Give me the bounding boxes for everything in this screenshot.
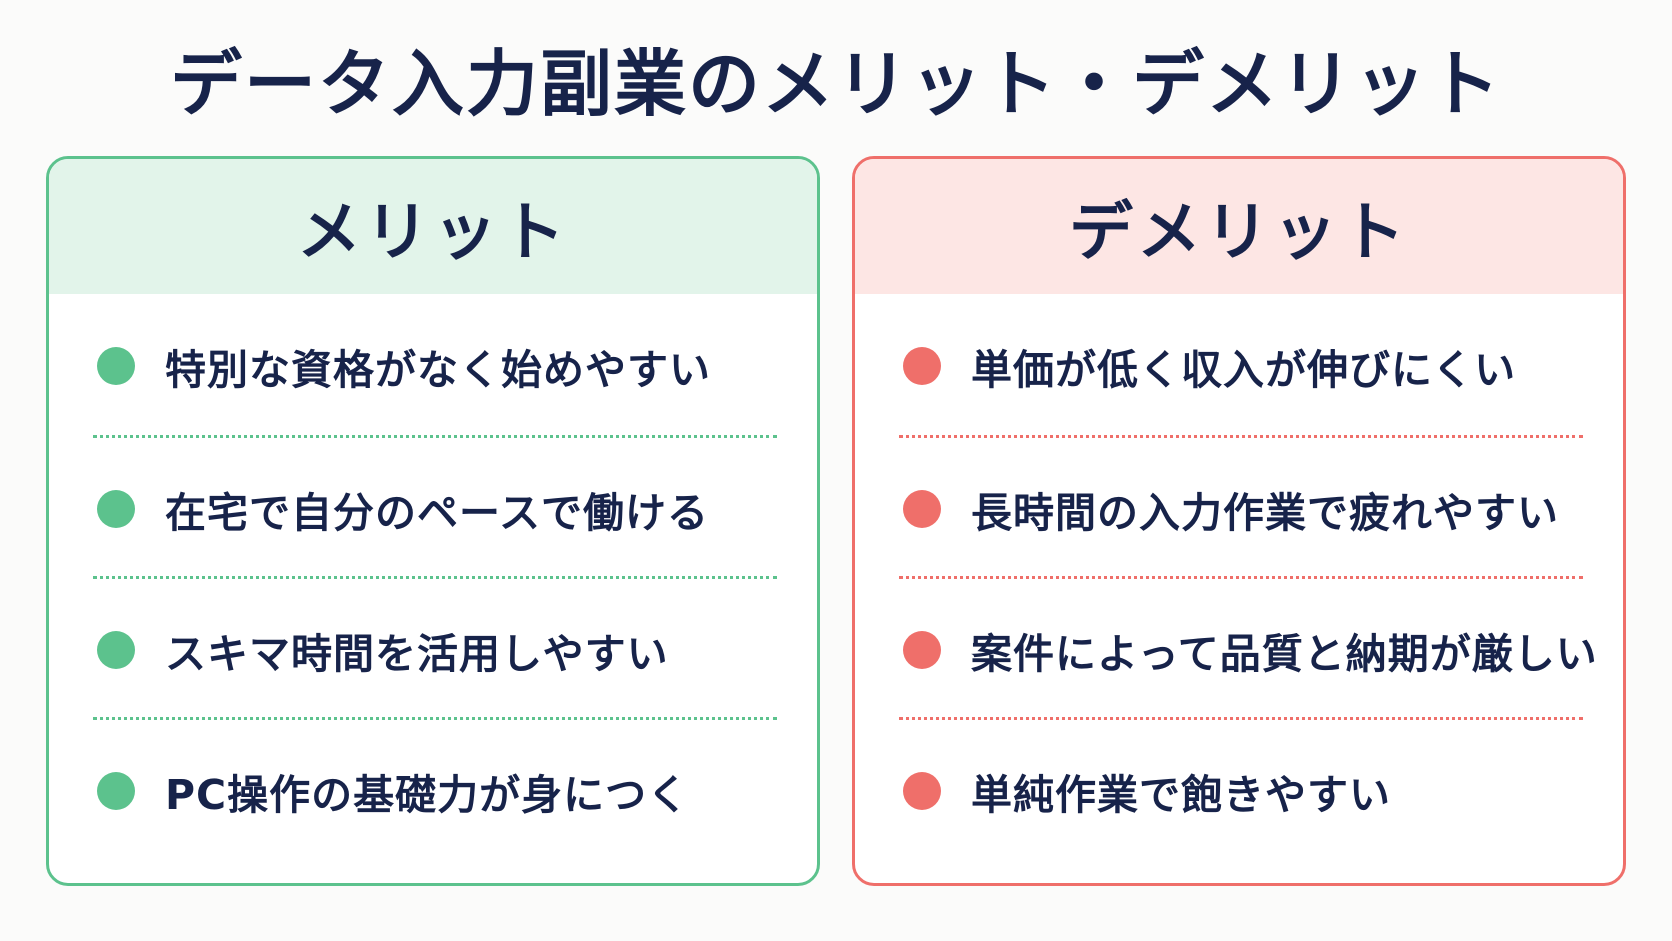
demerits-panel: デメリット 単価が低く収入が伸びにくい 長時間の入力作業で疲れやすい 案件によっ… (852, 156, 1626, 886)
red-bullet-icon (903, 771, 941, 810)
green-bullet-icon (97, 489, 135, 528)
demerit-item-text: 単純作業で飽きやすい (971, 770, 1391, 819)
demerits-header: デメリット (855, 159, 1623, 294)
red-bullet-icon (903, 489, 941, 528)
demerit-item-text: 案件によって品質と納期が厳しい (971, 629, 1598, 678)
green-bullet-icon (97, 630, 135, 669)
red-bullet-icon (903, 630, 941, 669)
merit-item: 在宅で自分のペースで働ける (49, 438, 817, 579)
red-bullet-icon (903, 347, 941, 385)
merit-item-text: スキマ時間を活用しやすい (165, 629, 669, 678)
merits-list: 特別な資格がなく始めやすい 在宅で自分のペースで働ける スキマ時間を活用しやすい… (49, 294, 817, 861)
demerit-item-text: 単価が低く収入が伸びにくい (971, 346, 1517, 394)
demerit-item: 案件によって品質と納期が厳しい (855, 579, 1623, 720)
merits-panel: メリット 特別な資格がなく始めやすい 在宅で自分のペースで働ける スキマ時間を活… (46, 156, 820, 886)
green-bullet-icon (97, 771, 135, 810)
merits-header: メリット (49, 159, 817, 294)
merit-item: PC操作の基礎力が身につく (49, 720, 817, 861)
merit-item: スキマ時間を活用しやすい (49, 579, 817, 720)
demerit-item: 単価が低く収入が伸びにくい (855, 294, 1623, 438)
merit-item-text: 在宅で自分のペースで働ける (165, 488, 709, 537)
merit-item-text: PC操作の基礎力が身につく (165, 770, 690, 819)
merit-item: 特別な資格がなく始めやすい (49, 294, 817, 438)
page-title: データ入力副業のメリット・デメリット (169, 42, 1502, 126)
demerits-list: 単価が低く収入が伸びにくい 長時間の入力作業で疲れやすい 案件によって品質と納期… (855, 294, 1623, 861)
demerit-item: 単純作業で飽きやすい (855, 720, 1623, 861)
green-bullet-icon (97, 347, 135, 385)
demerit-item: 長時間の入力作業で疲れやすい (855, 438, 1623, 579)
demerit-item-text: 長時間の入力作業で疲れやすい (971, 488, 1559, 537)
merit-item-text: 特別な資格がなく始めやすい (165, 346, 711, 394)
